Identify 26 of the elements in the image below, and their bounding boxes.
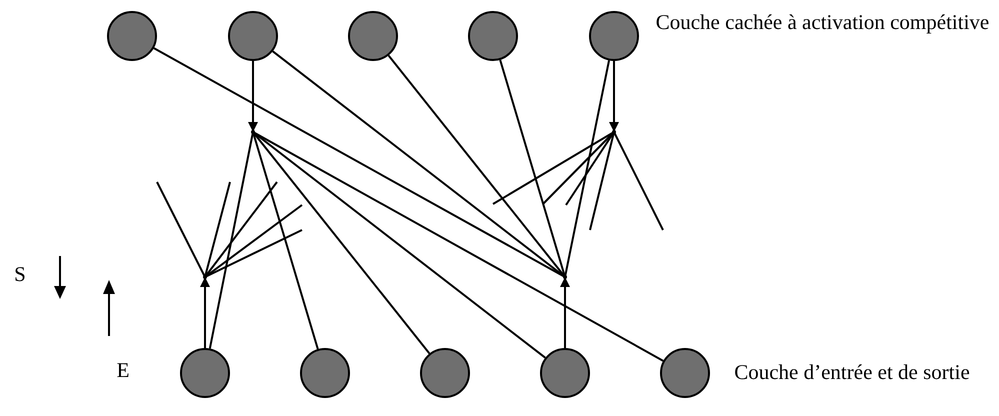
connector-line <box>252 131 664 362</box>
connector-line <box>204 204 303 278</box>
junction-point <box>612 130 616 134</box>
connector-line <box>499 60 566 278</box>
layer-label: E <box>116 358 130 382</box>
arrow <box>200 277 210 348</box>
connector-line <box>153 47 566 278</box>
connector-line <box>208 132 254 349</box>
arrow <box>248 61 258 132</box>
connector-line <box>204 181 278 278</box>
connector-line <box>589 132 615 230</box>
connector-line <box>613 132 664 230</box>
layer-label: Couche cachée à activation compétitive <box>654 10 990 34</box>
junction-point <box>563 275 567 279</box>
junction-point <box>203 275 207 279</box>
arrow <box>560 277 570 348</box>
connector-line <box>204 182 231 278</box>
layer-label: S <box>13 262 27 286</box>
connector-line <box>156 182 206 278</box>
connector-line <box>252 132 319 350</box>
junction-point <box>251 130 255 134</box>
layer-label: Couche d’entrée et de sortie <box>733 360 971 384</box>
connector-line <box>492 131 615 205</box>
arrow <box>609 61 619 132</box>
connector-line <box>564 60 610 278</box>
connector-line <box>204 229 302 278</box>
